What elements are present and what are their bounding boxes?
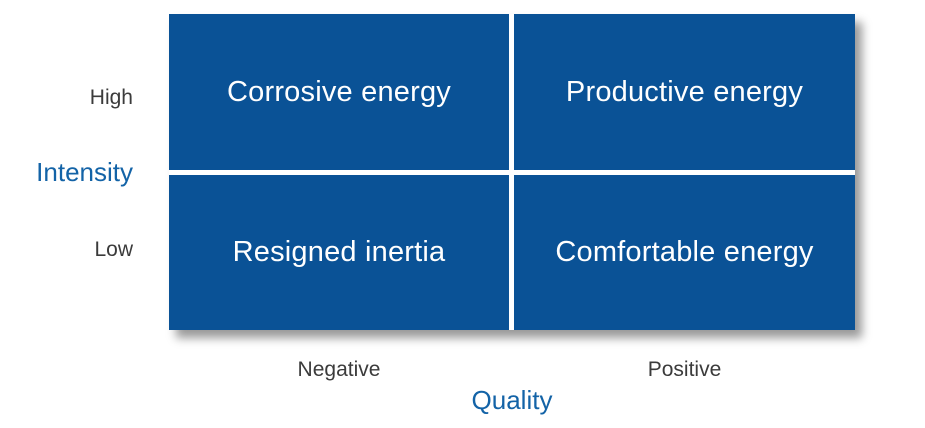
y-axis-title: Intensity: [36, 157, 133, 187]
quadrant-label: Comfortable energy: [555, 236, 814, 268]
quadrant-corrosive-energy: Corrosive energy: [169, 14, 509, 170]
x-axis-title: Quality: [471, 385, 553, 415]
quadrant-productive-energy: Productive energy: [514, 14, 855, 170]
y-axis-low-label: Low: [94, 238, 133, 261]
y-axis-high-label: High: [89, 86, 133, 109]
quadrant-resigned-inertia: Resigned inertia: [169, 175, 509, 330]
x-axis-negative-label: Negative: [297, 358, 381, 381]
quadrant-label: Productive energy: [565, 75, 804, 108]
quadrant-label: Corrosive energy: [226, 75, 451, 108]
quadrant-label: Resigned inertia: [232, 236, 446, 268]
x-axis-positive-label: Positive: [647, 358, 722, 381]
matrix-grid: Corrosive energy Productive energy Resig…: [169, 14, 855, 330]
quadrant-comfortable-energy: Comfortable energy: [514, 175, 855, 330]
